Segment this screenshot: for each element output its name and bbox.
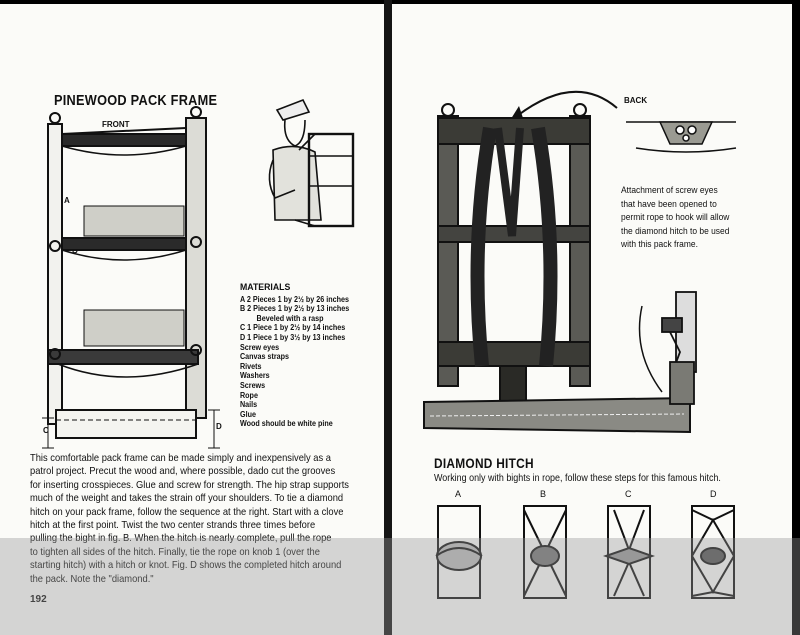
part-label-c: C xyxy=(43,426,49,435)
page-title: PINEWOOD PACK FRAME xyxy=(54,92,218,109)
step-label-b: B xyxy=(540,489,547,499)
material-item: Wood should be white pine xyxy=(240,419,333,429)
hitch-step-a-diagram xyxy=(435,505,483,599)
section-title: DIAMOND HITCH xyxy=(434,455,534,471)
step-label-a: A xyxy=(455,489,462,499)
step-label-d: D xyxy=(710,489,717,499)
step-label-c: C xyxy=(625,489,632,499)
body-line: for inserting crosspieces. Glue and scre… xyxy=(30,479,349,491)
material-item: Rivets xyxy=(240,361,262,371)
caption-line: Attachment of screw eyes xyxy=(621,185,718,196)
scout-with-pack-illustration xyxy=(268,98,355,228)
material-item: B 2 Pieces 1 by 2½ by 13 inches xyxy=(240,304,350,314)
material-item: Washers xyxy=(240,371,270,381)
strap-hook-detail xyxy=(638,291,697,405)
hitch-step-c-diagram xyxy=(602,505,656,599)
body-line: This comfortable pack frame can be made … xyxy=(30,453,331,464)
material-item: Beveled with a rasp xyxy=(256,313,324,323)
material-item: Rope xyxy=(240,390,258,400)
body-line: pulling the bight in fig. B. When the hi… xyxy=(30,533,332,545)
part-label-d: D xyxy=(216,422,222,431)
back-label: BACK xyxy=(624,96,648,105)
caption-line: the diamond hitch to be used xyxy=(621,225,730,237)
material-item: C 1 Piece 1 by 2½ by 14 inches xyxy=(240,323,346,333)
body-line: patrol project. Precut the wood and, whe… xyxy=(30,466,336,478)
material-item: A 2 Pieces 1 by 2½ by 26 inches xyxy=(240,294,349,304)
pack-frame-illustration xyxy=(42,106,220,449)
materials-title: MATERIALS xyxy=(240,282,291,293)
material-item: D 1 Piece 1 by 3½ by 13 inches xyxy=(240,332,346,342)
book-gutter xyxy=(384,0,392,635)
page-edge xyxy=(792,0,800,635)
pack-frame-back-illustration xyxy=(423,103,691,434)
front-label: FRONT xyxy=(102,120,130,129)
page-number: 192 xyxy=(30,594,47,605)
body-line: hitch at the first point. Twist the two … xyxy=(30,520,316,532)
material-item: Screws xyxy=(240,380,266,390)
hitch-step-b-diagram xyxy=(523,505,567,599)
caption-line: with this pack frame. xyxy=(621,239,698,250)
body-line: hitch on your pack frame, follow the seq… xyxy=(30,506,344,518)
material-item: Nails xyxy=(240,400,258,410)
materials-list: MATERIALS A 2 Pieces 1 by 2½ by 26 inche… xyxy=(240,283,369,429)
body-line: starting hitch) with a hitch or knot. Fi… xyxy=(30,560,342,572)
attachment-caption: Attachment of screw eyes that have been … xyxy=(621,184,775,252)
caption-line: permit rope to hook will allow xyxy=(621,212,730,223)
caption-line: that have been opened to xyxy=(621,198,717,210)
screw-eye-detail xyxy=(626,121,737,153)
part-label-a: A xyxy=(64,196,70,205)
material-item: Screw eyes xyxy=(240,342,280,352)
body-line: the pack. Note the "diamond." xyxy=(30,573,154,585)
body-paragraph: This comfortable pack frame can be made … xyxy=(30,452,365,586)
material-item: Canvas straps xyxy=(240,352,290,362)
body-line: much of the weight and takes the strain … xyxy=(30,493,344,505)
body-line: to tighten all sides of the hitch. Final… xyxy=(30,546,320,558)
diamond-hitch-intro: Working only with bights in rope, follow… xyxy=(434,473,721,484)
hitch-step-d-diagram xyxy=(690,505,736,599)
material-item: Glue xyxy=(240,409,256,419)
